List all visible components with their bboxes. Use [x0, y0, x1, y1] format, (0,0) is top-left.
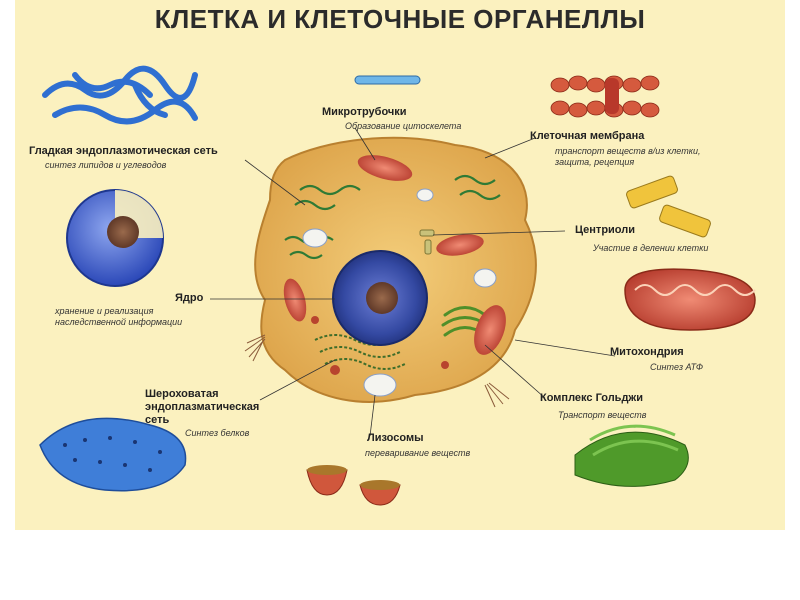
- label-golgi: Комплекс Гольджи: [540, 392, 643, 404]
- microtubule-illustration: [354, 75, 421, 85]
- lysosomes-in-cell: [311, 316, 449, 375]
- label-membrane: Клеточная мембрана: [530, 130, 645, 142]
- label-nucleus: Ядро: [175, 292, 204, 304]
- nucleus-illustration: [66, 189, 164, 287]
- cilia: [244, 334, 510, 408]
- nucleus: [332, 250, 428, 346]
- label-smooth-er: Гладкая эндоплазмотическая сеть: [29, 145, 218, 157]
- desc-lysosomes: переваривание веществ: [365, 448, 471, 458]
- desc-rough-er: Синтез белков: [185, 428, 250, 438]
- desc-golgi: Транспорт веществ: [558, 410, 647, 420]
- mitochondrion-illustration: [624, 268, 756, 331]
- cell-diagram: [39, 65, 756, 506]
- leader-lines: [210, 127, 616, 437]
- desc-centrioles: Участие в делении клетки: [593, 243, 709, 253]
- label-centrioles: Центриоли: [575, 224, 635, 236]
- label-lysosomes: Лизосомы: [367, 432, 424, 444]
- membrane-illustration: [550, 75, 660, 118]
- vacuoles: [302, 188, 497, 397]
- centrioles-in-cell: [419, 229, 435, 255]
- desc-smooth-er: синтез липидов и углеводов: [45, 160, 167, 170]
- footer-blank: [0, 530, 800, 600]
- cell: [244, 136, 537, 408]
- desc-microtubules: Образование цитоскелета: [345, 121, 462, 131]
- smooth-er-illustration: [42, 65, 198, 125]
- desc-membrane: транспорт веществ в/из клетки, защита, р…: [555, 146, 701, 167]
- rough-er-illustration: [39, 417, 187, 492]
- label-microtubules: Микротрубочки: [322, 106, 407, 118]
- mitochondria-in-cell: [283, 155, 506, 355]
- desc-mitochondria: Синтез АТФ: [650, 362, 703, 372]
- lysosomes-illustration: [306, 465, 401, 506]
- desc-nucleus: хранение и реализация наследственной инф…: [55, 306, 183, 327]
- poster: КЛЕТКА И КЛЕТОЧНЫЕ ОРГАНЕЛЛЫ: [15, 0, 785, 530]
- centrioles-illustration: [626, 175, 711, 238]
- page-title: КЛЕТКА И КЛЕТОЧНЫЕ ОРГАНЕЛЛЫ: [154, 4, 646, 34]
- label-mitochondria: Митохондрия: [610, 346, 684, 358]
- golgi-illustration: [574, 424, 689, 487]
- label-rough-er: Шероховатая эндоплазматическая сеть: [145, 388, 260, 426]
